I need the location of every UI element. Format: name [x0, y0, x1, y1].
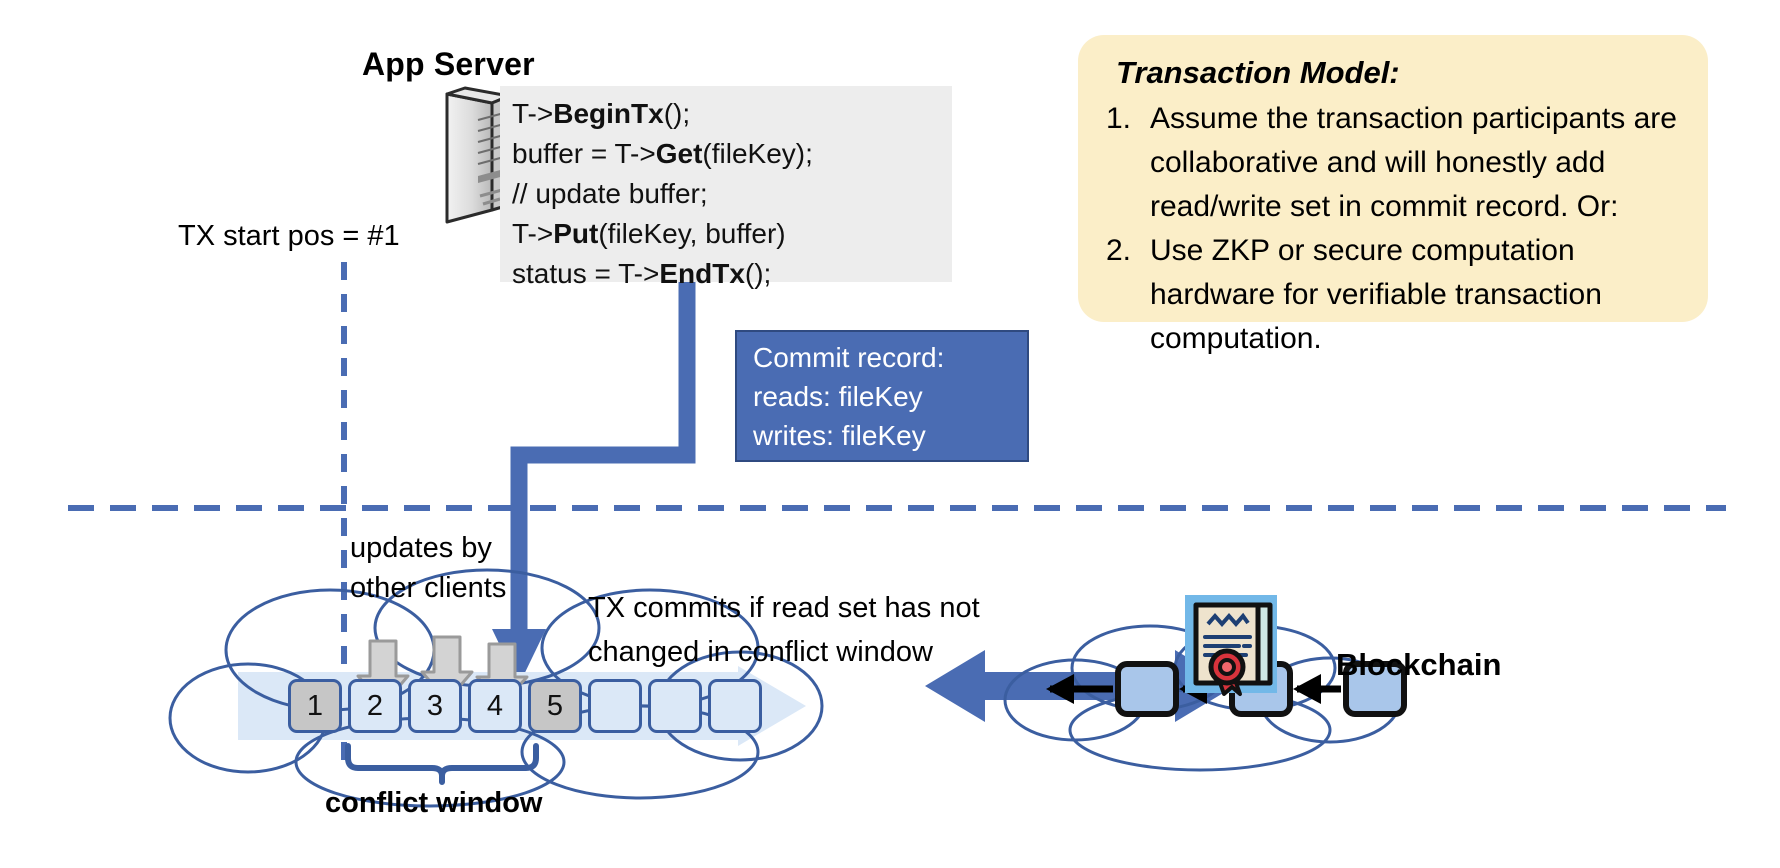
commit-record-line: writes: fileKey: [753, 420, 926, 451]
ledger-cell[interactable]: 1: [288, 679, 342, 733]
code-text: (fileKey);: [702, 138, 813, 169]
code-text: T->: [512, 218, 554, 249]
updates-label-line: updates by: [350, 532, 492, 564]
code-text: (fileKey, buffer): [598, 218, 786, 249]
code-api-name: Put: [553, 218, 599, 249]
tx-commits-label-line: changed in conflict window: [588, 636, 933, 668]
code-text: buffer = T->: [512, 138, 656, 169]
conflict-window-label: conflict window: [325, 787, 543, 819]
blockchain-block-2: [1229, 661, 1293, 717]
code-api-name: Get: [655, 138, 703, 169]
ledger-cell[interactable]: 3: [408, 679, 462, 733]
transaction-model-item-text: Assume the transaction participants are …: [1150, 102, 1677, 223]
transaction-model-item-number: 2.: [1106, 234, 1132, 267]
code-line: buffer = T->Get(fileKey);: [512, 134, 813, 174]
ledger-cell[interactable]: [588, 679, 642, 733]
commit-record-line: reads: fileKey: [753, 381, 923, 412]
updates-label-line: other clients: [350, 572, 507, 604]
ledger-cell[interactable]: [708, 679, 762, 733]
code-panel: T->BeginTx();buffer = T->Get(fileKey);//…: [500, 86, 952, 289]
code-line: T->BeginTx();: [512, 94, 813, 134]
transaction-model-item: 2. Use ZKP or secure computation hardware…: [1098, 229, 1690, 361]
app-server-title: App Server: [362, 46, 535, 82]
code-text: ();: [663, 98, 691, 129]
ledger-cell[interactable]: 2: [348, 679, 402, 733]
ledger-cell[interactable]: 4: [468, 679, 522, 733]
code-api-name: BeginTx: [553, 98, 664, 129]
transaction-model-note: Transaction Model: 1. Assume the transact…: [1078, 35, 1708, 355]
certificate-seal-icon: [1185, 595, 1277, 696]
code-line: T->Put(fileKey, buffer): [512, 214, 813, 254]
transaction-model-list: 1. Assume the transaction participants ar…: [1098, 97, 1690, 361]
ledger-cell[interactable]: [648, 679, 702, 733]
tx-start-pos-label: TX start pos = #1: [178, 220, 400, 252]
conflict-window-brace: [345, 743, 539, 785]
transaction-model-item-number: 1.: [1106, 102, 1132, 135]
commit-record-lines: Commit record: reads: fileKey writes: file…: [753, 338, 944, 455]
code-line: status = T->EndTx();: [512, 254, 813, 294]
code-text: // update buffer;: [512, 178, 708, 209]
code-api-name: EndTx: [659, 258, 745, 289]
code-text: status = T->: [512, 258, 660, 289]
code-text: T->: [512, 98, 554, 129]
ledger-cell[interactable]: 5: [528, 679, 582, 733]
code-lines: T->BeginTx();buffer = T->Get(fileKey);//…: [512, 94, 813, 294]
tx-commits-label-line: TX commits if read set has not: [588, 592, 980, 624]
blockchain-label: Blockchain: [1336, 647, 1502, 682]
code-text: ();: [744, 258, 772, 289]
commit-record-line: Commit record:: [753, 342, 945, 373]
transaction-model-item: 1. Assume the transaction participants ar…: [1098, 97, 1690, 229]
transaction-model-title: Transaction Model:: [1116, 55, 1400, 90]
commit-record-box: Commit record: reads: fileKey writes: file…: [735, 330, 1029, 462]
transaction-model-item-text: Use ZKP or secure computation hardware f…: [1150, 234, 1602, 355]
code-line: // update buffer;: [512, 174, 813, 214]
updates-by-other-clients-label: updates by other clients: [350, 528, 506, 608]
tx-commits-condition-label: TX commits if read set has not changed in…: [588, 586, 980, 674]
blockchain-block-3: [1115, 661, 1179, 717]
